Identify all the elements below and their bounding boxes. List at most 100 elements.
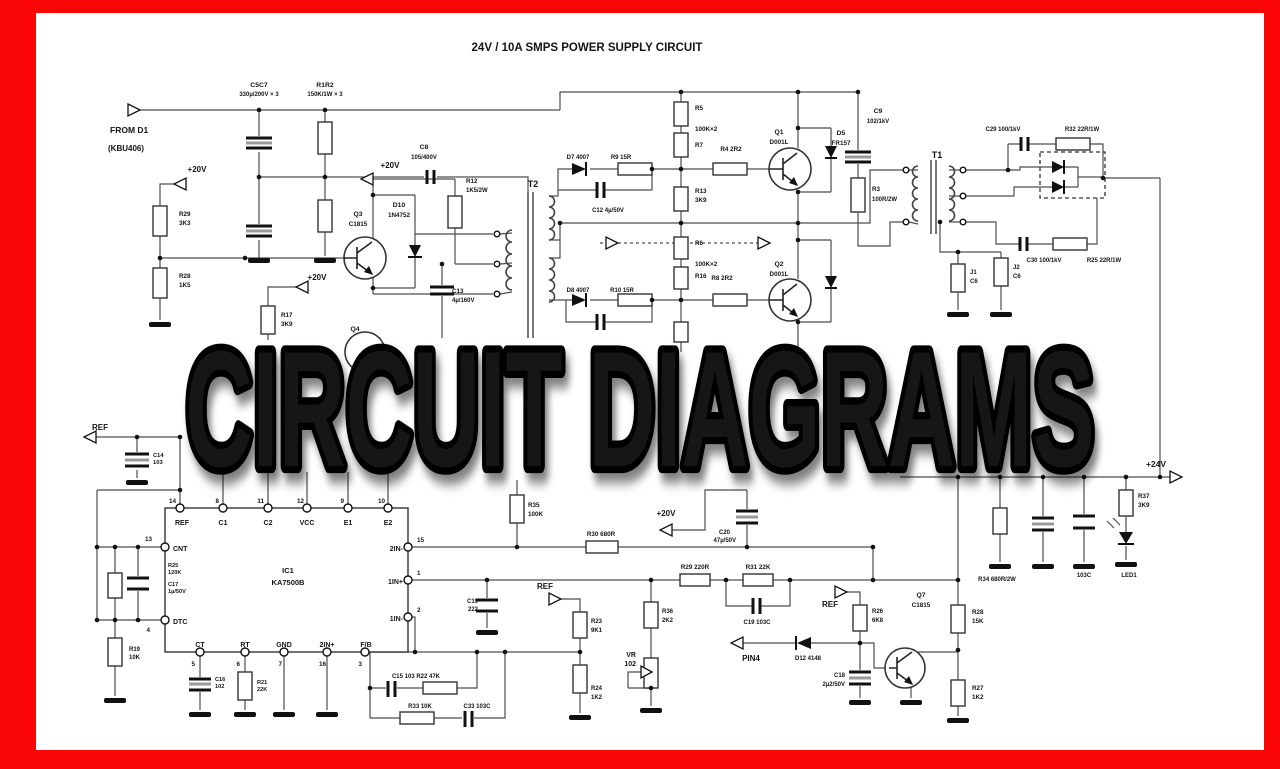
- component-label: 4: [146, 627, 150, 634]
- component-label: R32 22R/1W: [1065, 127, 1100, 133]
- component-label: C30 100/1kV: [1026, 258, 1061, 264]
- component-label: 2µ2/50V: [823, 682, 845, 688]
- component-label: C6: [970, 279, 978, 285]
- component-label: R23: [591, 619, 603, 625]
- net-arrows: [82, 102, 1184, 680]
- component-label: R16: [695, 273, 707, 280]
- component-label: 12: [297, 498, 305, 505]
- component-label: D001L: [770, 271, 789, 278]
- component-label: 102: [624, 661, 636, 668]
- component-label: 10K: [129, 655, 141, 661]
- component-label: C12 4µ/50V: [592, 208, 624, 214]
- component-label: E1: [344, 520, 353, 527]
- component-label: R25: [168, 563, 178, 569]
- component-label: 9: [340, 498, 344, 505]
- component-label: 3K9: [1138, 502, 1150, 509]
- pin4-arrow-icon: [729, 635, 744, 651]
- component-label: C8: [420, 144, 429, 151]
- component-label: FR157: [832, 140, 851, 147]
- component-label: D10: [393, 202, 406, 209]
- component-label: 9K1: [591, 628, 603, 634]
- component-label: 1K2: [972, 694, 984, 701]
- component-label: 13: [145, 536, 153, 543]
- component-label: 15: [417, 537, 425, 544]
- component-label: R28: [179, 273, 191, 280]
- component-label: REF: [175, 520, 190, 527]
- ic-ka7500b: [160, 503, 413, 657]
- component-label: R36: [662, 609, 674, 615]
- component-label: C19: [467, 599, 479, 605]
- junction-dots: [94, 89, 1163, 691]
- component-label: 100K×2: [695, 261, 718, 268]
- component-label: 6K8: [872, 618, 884, 624]
- component-label: C19 103C: [743, 620, 771, 626]
- component-label: C1815: [349, 221, 368, 228]
- component-label: 103C: [1077, 573, 1092, 579]
- component-label: GND: [276, 642, 292, 649]
- component-label: 10: [378, 498, 386, 505]
- component-label: VCC: [300, 520, 315, 527]
- component-label: 5: [191, 661, 195, 668]
- component-label: R30 680R: [587, 531, 616, 538]
- component-label: CT: [195, 642, 205, 649]
- component-label: 1IN-: [390, 616, 404, 623]
- component-label: 16: [319, 661, 327, 668]
- component-label: R13: [695, 188, 707, 195]
- component-label: 47µ/50V: [714, 538, 736, 544]
- component-label: Q3: [353, 211, 362, 218]
- component-label: 1N4752: [388, 212, 411, 219]
- component-label: R25 22R/1W: [1087, 258, 1122, 264]
- component-label: R24: [591, 686, 603, 692]
- component-label: 1K5/2W: [466, 188, 488, 194]
- component-label: 4µ/160V: [452, 298, 474, 304]
- component-label: R1R2: [316, 82, 334, 89]
- component-label: C5C7: [250, 82, 268, 89]
- capacitors: [125, 136, 1095, 727]
- vr-wiper-arrow-icon: [640, 664, 654, 680]
- component-label: 222: [468, 607, 479, 613]
- component-label: 150K/1W × 3: [307, 92, 343, 98]
- component-label: C6: [1013, 274, 1021, 280]
- component-label: R12: [466, 178, 478, 185]
- component-label: VR: [626, 652, 636, 659]
- component-label: C33 103C: [463, 704, 491, 710]
- component-label: C14: [153, 453, 164, 459]
- component-label: R27: [972, 685, 984, 692]
- overlay-title: CIRCUIT DIAGRAMS: [185, 318, 1094, 502]
- component-label: R8 2R2: [711, 275, 733, 282]
- component-label: DTC: [173, 619, 187, 626]
- component-label: R10 15R: [610, 288, 634, 294]
- component-label: 2IN+: [320, 642, 335, 649]
- component-label: D7 4007: [567, 155, 590, 161]
- component-label: +20V: [308, 273, 328, 282]
- component-label: C2: [264, 520, 273, 527]
- component-label: 2: [417, 607, 421, 614]
- component-label: R37: [1138, 493, 1150, 500]
- component-label: 1K2: [591, 695, 603, 701]
- component-label: 14: [169, 498, 177, 505]
- ref-arrow-icon: [82, 429, 97, 445]
- component-label: 3: [358, 661, 362, 668]
- component-label: J2: [1013, 265, 1020, 271]
- component-label: 6: [236, 661, 240, 668]
- component-label: C16: [215, 677, 225, 683]
- component-label: R3: [872, 186, 881, 193]
- component-label: REF: [822, 600, 838, 609]
- component-label: 102: [215, 684, 224, 690]
- component-label: 22K: [257, 687, 267, 693]
- component-label: REF: [537, 582, 553, 591]
- component-label: 2IN-: [390, 546, 404, 553]
- component-label: R29: [179, 211, 191, 218]
- ref-arrow-icon: [834, 584, 849, 600]
- component-label: 7: [278, 661, 282, 668]
- component-label: +24V: [1146, 459, 1166, 469]
- component-label: +20V: [381, 161, 401, 170]
- circuit-title: 24V / 10A SMPS POWER SUPPLY CIRCUIT: [472, 42, 703, 54]
- component-label: 2K2: [662, 618, 674, 624]
- component-label: D8 4007: [567, 288, 590, 294]
- component-label: C17: [168, 582, 178, 588]
- component-label: 1K5: [179, 282, 191, 289]
- rectifier-block: [1039, 151, 1106, 199]
- component-label: T2: [528, 179, 539, 189]
